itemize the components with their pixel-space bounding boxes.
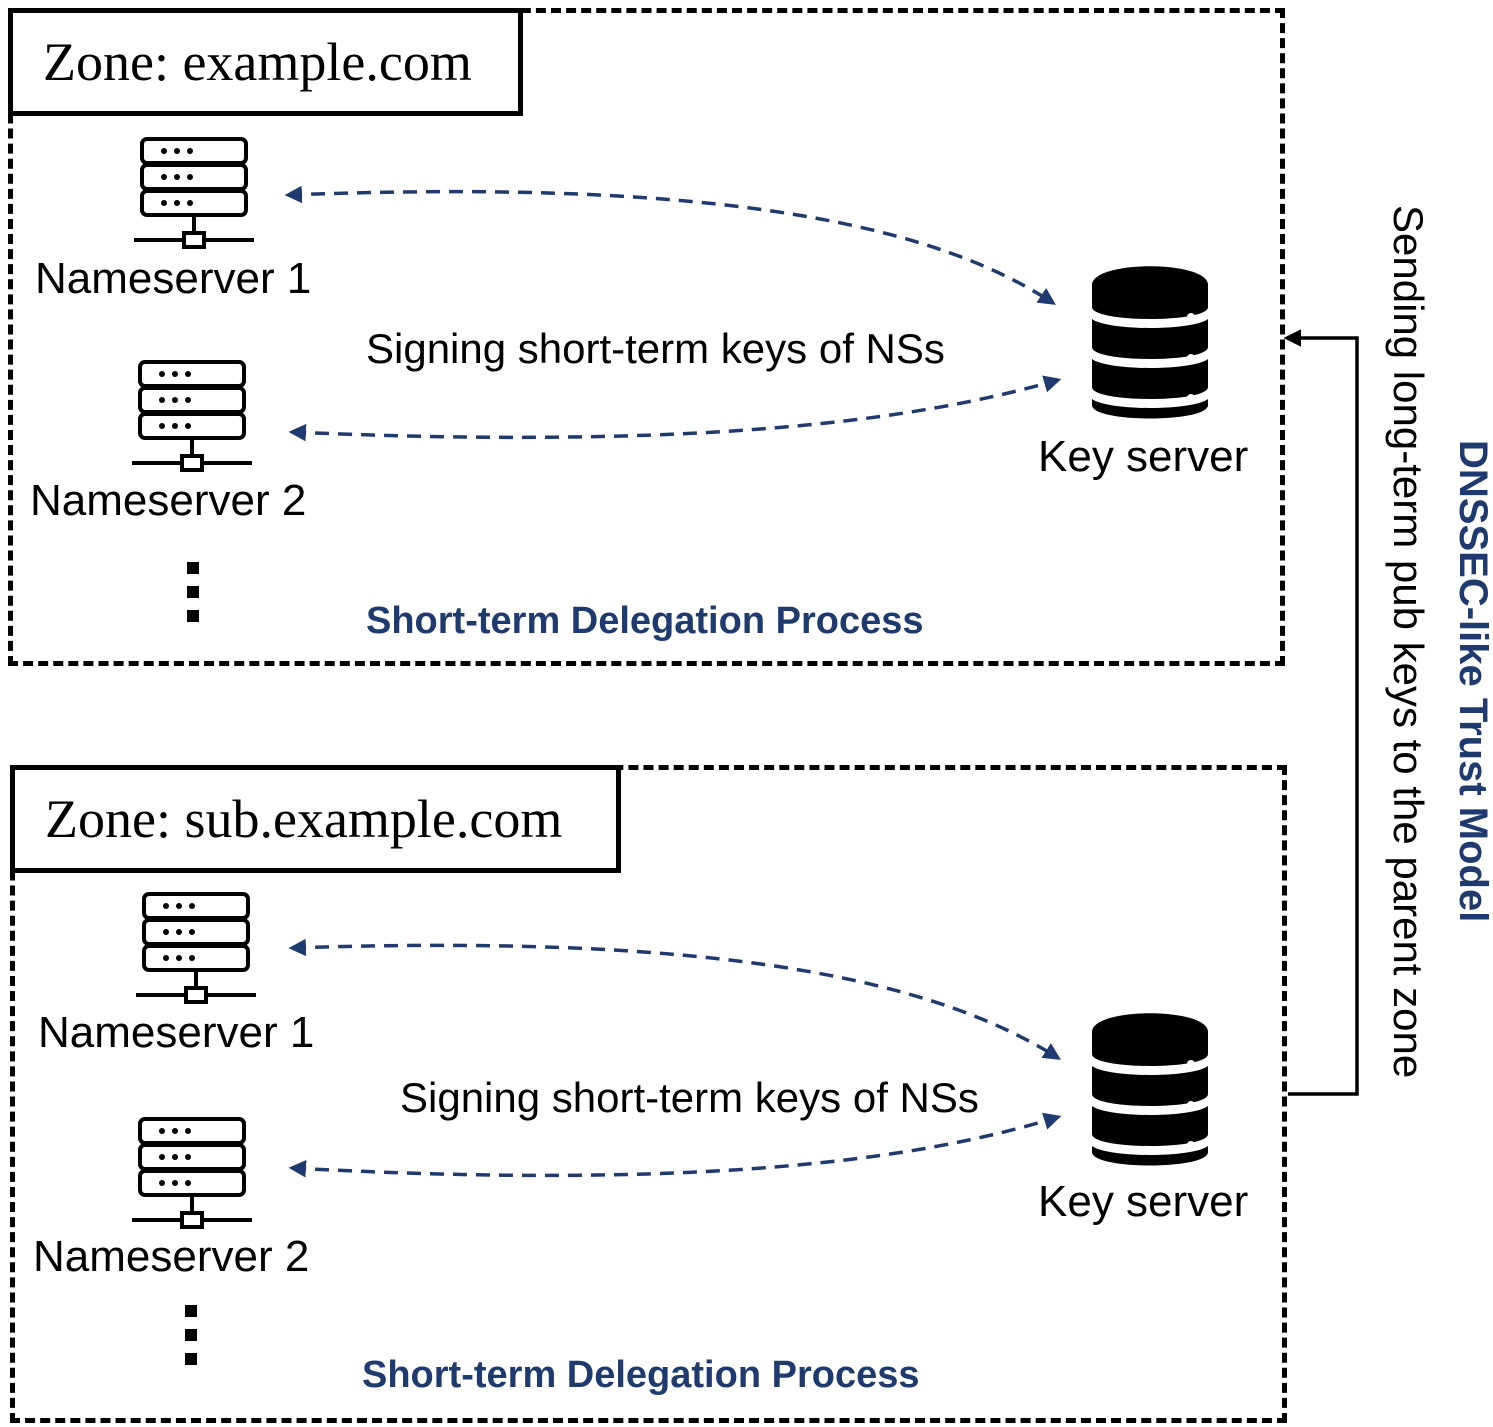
key-server-label: Key server (1038, 1177, 1249, 1226)
sending-keys-label: Sending long-term pub keys to the parent… (1385, 205, 1432, 1079)
bidirectional-arrow (284, 185, 1056, 305)
more-nameservers-indicator (185, 1305, 197, 1377)
nameserver-icon (132, 360, 252, 472)
key-server-label: Key server (1038, 432, 1249, 481)
parent-zone-connector (1283, 329, 1359, 1096)
nameserver-label: Nameserver 1 (35, 254, 312, 303)
more-nameservers-indicator (187, 562, 199, 634)
database-icon (1092, 1013, 1208, 1166)
zone-title-sub-example: Zone: sub.example.com (10, 765, 621, 873)
nameserver-icon (134, 137, 254, 249)
nameserver-icon (132, 1117, 252, 1229)
bidirectional-arrow (288, 938, 1061, 1060)
nameserver-label: Nameserver 2 (30, 476, 307, 525)
signing-label: Signing short-term keys of NSs (366, 325, 945, 372)
zone-boundary-sub-example (10, 765, 1287, 1423)
trust-model-label: DNSSEC-like Trust Model (1451, 440, 1493, 923)
database-icon (1092, 266, 1208, 419)
nameserver-label: Nameserver 2 (33, 1232, 310, 1281)
process-label: Short-term Delegation Process (366, 600, 924, 642)
nameserver-label: Nameserver 1 (38, 1008, 315, 1057)
zone-title-example: Zone: example.com (8, 8, 523, 116)
nameserver-icon (136, 892, 256, 1004)
bidirectional-arrow (288, 375, 1062, 442)
process-label: Short-term Delegation Process (362, 1354, 920, 1396)
bidirectional-arrow (288, 1112, 1062, 1178)
zone-boundary-example (8, 8, 1285, 666)
